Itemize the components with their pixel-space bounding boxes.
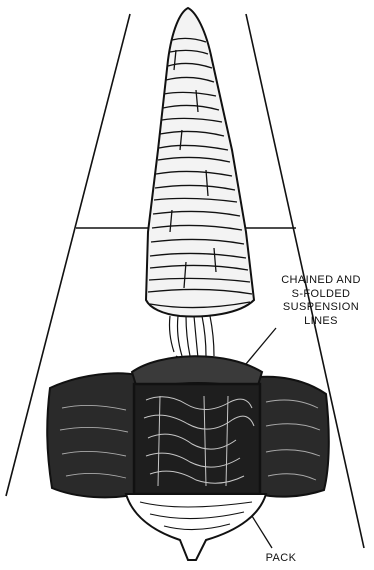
parachute-pack xyxy=(47,356,329,560)
callout-line-2: S-FOLDED xyxy=(268,288,374,302)
pack-callout: PACK xyxy=(256,552,306,566)
suspension-lines-callout: CHAINED AND S-FOLDED SUSPENSION LINES xyxy=(268,274,374,328)
callout-line-3: SUSPENSION xyxy=(268,301,374,315)
callout-line-4: LINES xyxy=(268,315,374,329)
pack-left-flap xyxy=(47,373,140,497)
callout-line-1: CHAINED AND xyxy=(268,274,374,288)
folded-canopy xyxy=(146,8,254,316)
pack-right-flap xyxy=(250,377,329,497)
canopy-outline xyxy=(146,8,254,316)
